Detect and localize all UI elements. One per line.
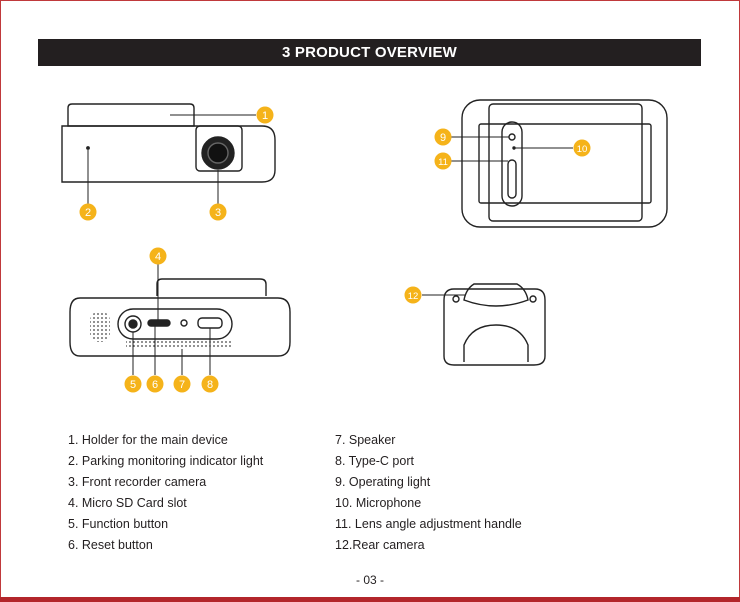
- bottom-bar: [0, 597, 740, 602]
- list-item: 10. Microphone: [335, 496, 422, 510]
- badge-10: 10: [573, 139, 591, 157]
- indicator-light: [86, 146, 90, 150]
- list-item: 7. Speaker: [335, 433, 396, 447]
- list-item: 4. Micro SD Card slot: [68, 496, 187, 510]
- svg-text:1: 1: [262, 110, 268, 122]
- svg-text:12: 12: [408, 291, 419, 302]
- leader-lines: [87, 114, 573, 375]
- badge-9: 9: [434, 128, 452, 146]
- list-item: 8. Type-C port: [335, 454, 414, 468]
- svg-text:6: 6: [152, 379, 158, 391]
- badge-2: 2: [79, 203, 97, 221]
- svg-text:8: 8: [207, 379, 213, 391]
- badge-1: 1: [256, 106, 274, 124]
- badge-3: 3: [209, 203, 227, 221]
- badge-12: 12: [404, 286, 422, 304]
- svg-text:9: 9: [440, 132, 446, 144]
- badge-7: 7: [173, 375, 191, 393]
- list-item: 12.Rear camera: [335, 538, 425, 552]
- svg-text:7: 7: [179, 379, 185, 391]
- badge-5: 5: [124, 375, 142, 393]
- badge-6: 6: [146, 375, 164, 393]
- section-header: 3 PRODUCT OVERVIEW: [38, 39, 701, 66]
- badge-11: 11: [434, 152, 452, 170]
- list-item: 3. Front recorder camera: [68, 475, 207, 489]
- page-number: - 03 -: [355, 573, 384, 587]
- product-diagram: 1 2 3 9 10 11 4 5 6 7 8 12: [61, 99, 668, 393]
- bottom-view: [69, 278, 291, 357]
- svg-text:4: 4: [155, 251, 161, 263]
- callout-badges: 1 2 3 9 10 11 4 5 6 7 8 12: [79, 106, 591, 393]
- svg-text:3: 3: [215, 207, 221, 219]
- parts-list-right: 7. Speaker 8. Type-C port 9. Operating l…: [335, 433, 522, 559]
- list-item: 2. Parking monitoring indicator light: [68, 454, 264, 468]
- svg-text:5: 5: [130, 379, 136, 391]
- svg-text:10: 10: [577, 144, 588, 155]
- badge-4: 4: [149, 247, 167, 265]
- back-view: [461, 99, 668, 228]
- front-view: [61, 103, 276, 183]
- rear-camera-view: [443, 283, 546, 366]
- parts-list-left: 1. Holder for the main device 2. Parking…: [68, 433, 263, 559]
- list-item: 5. Function button: [68, 517, 169, 531]
- list-item: 11. Lens angle adjustment handle: [335, 517, 522, 531]
- svg-text:2: 2: [85, 207, 91, 219]
- list-item: 6. Reset button: [68, 538, 153, 552]
- list-item: 1. Holder for the main device: [68, 433, 228, 447]
- badge-8: 8: [201, 375, 219, 393]
- list-item: 9. Operating light: [335, 475, 431, 489]
- svg-text:11: 11: [438, 157, 448, 168]
